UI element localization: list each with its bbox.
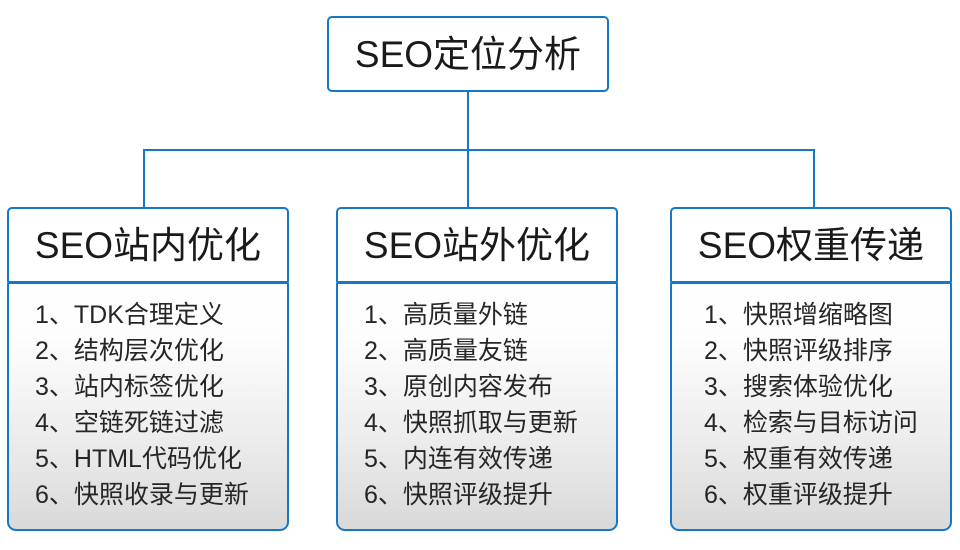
list-item: 4、快照抓取与更新 xyxy=(364,409,578,437)
list-item: 5、权重有效传递 xyxy=(704,445,893,473)
branch-body-on-site: 1、TDK合理定义 2、结构层次优化 3、站内标签优化 4、空链死链过滤 5、H… xyxy=(7,282,289,531)
list-item: 1、快照增缩略图 xyxy=(704,301,893,329)
list-item: 3、原创内容发布 xyxy=(364,373,553,401)
list-item: 4、检索与目标访问 xyxy=(704,409,918,437)
branch-body-off-site: 1、高质量外链 2、高质量友链 3、原创内容发布 4、快照抓取与更新 5、内连有… xyxy=(336,282,618,531)
root-node[interactable]: SEO定位分析 xyxy=(327,16,609,92)
list-item: 6、快照评级提升 xyxy=(364,481,553,509)
list-item: 5、内连有效传递 xyxy=(364,445,553,473)
list-item: 1、高质量外链 xyxy=(364,301,528,329)
branch-header-label: SEO站外优化 xyxy=(363,224,591,266)
branch-weight-transfer: SEO权重传递 1、快照增缩略图 2、快照评级排序 3、搜索体验优化 4、检索与… xyxy=(670,207,952,531)
list-item: 2、快照评级排序 xyxy=(704,337,893,365)
list-item: 3、搜索体验优化 xyxy=(704,373,893,401)
list-item: 1、TDK合理定义 xyxy=(35,301,224,329)
branch-on-site: SEO站内优化 1、TDK合理定义 2、结构层次优化 3、站内标签优化 4、空链… xyxy=(7,207,289,531)
branch-header-weight-transfer[interactable]: SEO权重传递 xyxy=(670,207,952,283)
list-item: 3、站内标签优化 xyxy=(35,373,224,401)
list-item: 2、结构层次优化 xyxy=(35,337,224,365)
branch-body-weight-transfer: 1、快照增缩略图 2、快照评级排序 3、搜索体验优化 4、检索与目标访问 5、权… xyxy=(670,282,952,531)
branch-header-on-site[interactable]: SEO站内优化 xyxy=(7,207,289,283)
list-item: 4、空链死链过滤 xyxy=(35,409,224,437)
branch-header-label: SEO站内优化 xyxy=(34,224,262,266)
list-item: 5、HTML代码优化 xyxy=(35,445,242,473)
list-item: 6、快照收录与更新 xyxy=(35,481,249,509)
list-item: 6、权重评级提升 xyxy=(704,481,893,509)
branch-header-off-site[interactable]: SEO站外优化 xyxy=(336,207,618,283)
list-item: 2、高质量友链 xyxy=(364,337,528,365)
branch-header-label: SEO权重传递 xyxy=(697,224,925,266)
root-node-label: SEO定位分析 xyxy=(354,33,582,75)
branch-off-site: SEO站外优化 1、高质量外链 2、高质量友链 3、原创内容发布 4、快照抓取与… xyxy=(336,207,618,531)
